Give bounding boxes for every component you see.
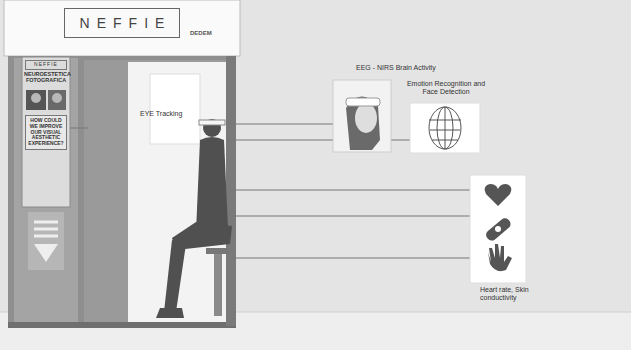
label-text: EYE Tracking bbox=[140, 110, 200, 118]
emotion-panel: Emotion Recognition and Face Detection bbox=[406, 76, 486, 156]
biosignal-panel: Heart rate, Skin conductivity bbox=[466, 172, 550, 308]
eeg-panel: EEG - NIRS Brain Activity bbox=[330, 64, 462, 154]
node-text: Emotion Recognition and Face Detection bbox=[406, 80, 486, 96]
node-text: Heart rate, Skin conductivity bbox=[480, 286, 550, 302]
booth-housing: NEFFIENEUROESTETICA FOTOGRAFICAHOW COULD… bbox=[4, 0, 240, 326]
node-text: NEFFIE bbox=[64, 8, 180, 38]
node-text: NEFFIE bbox=[25, 60, 67, 70]
node-text: EEG - NIRS Brain Activity bbox=[356, 64, 460, 72]
node-text: NEUROESTETICA FOTOGRAFICA bbox=[24, 71, 68, 84]
node-text: HOW COULD WE IMPROVE OUR VISUAL AESTHETI… bbox=[25, 115, 67, 150]
poster-panel: NEFFIENEUROESTETICA FOTOGRAFICA HOW COULD… bbox=[22, 57, 70, 207]
label-text: DEDEM bbox=[190, 30, 236, 37]
